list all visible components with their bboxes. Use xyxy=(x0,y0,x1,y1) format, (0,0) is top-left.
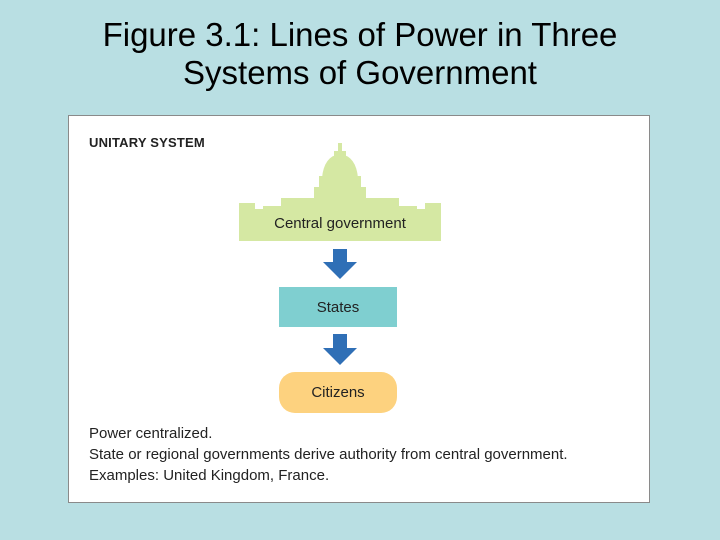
section-heading: UNITARY SYSTEM xyxy=(89,135,205,150)
title-line-1: Figure 3.1: Lines of Power in Three xyxy=(102,16,618,53)
slide-title: Figure 3.1: Lines of Power in Three Syst… xyxy=(0,16,720,92)
unitary-system-diagram xyxy=(239,143,441,413)
notes: Power centralized. State or regional gov… xyxy=(89,423,568,486)
capitol-building-icon xyxy=(239,143,441,241)
down-arrow-icon xyxy=(323,249,357,279)
citizens-box xyxy=(279,372,397,413)
central-government-label: Central government xyxy=(274,215,406,232)
states-label: States xyxy=(316,299,360,316)
diagram-panel: UNITARY SYSTEM Central government States… xyxy=(68,115,650,503)
note-line: Examples: United Kingdom, France. xyxy=(89,467,330,484)
note-line: Power centralized. xyxy=(89,425,213,442)
citizens-label: Citizens xyxy=(311,384,365,401)
down-arrow-icon xyxy=(323,334,357,365)
note-line: State or regional governments derive aut… xyxy=(89,446,568,463)
title-line-2: Systems of Government xyxy=(183,54,537,91)
states-box xyxy=(279,287,397,327)
